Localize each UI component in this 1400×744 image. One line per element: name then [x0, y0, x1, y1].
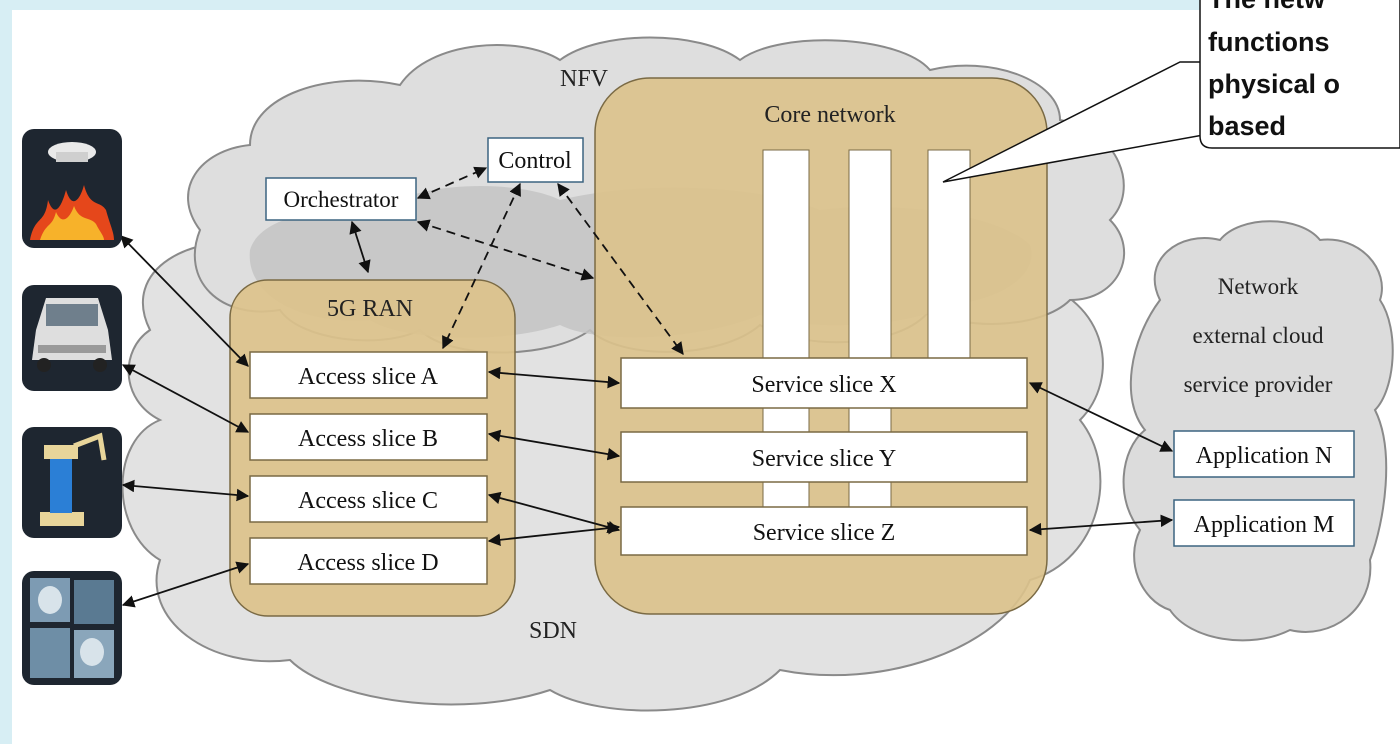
service-slice-y-label: Service slice Y — [752, 446, 896, 472]
access-slice-c-label: Access slice C — [298, 488, 438, 514]
core-network-label: Core network — [764, 102, 895, 128]
arrow-slice-a-to-x — [487, 366, 621, 389]
control-label: Control — [498, 148, 572, 174]
core-pillar-3 — [927, 149, 971, 361]
ran-label: 5G RAN — [327, 296, 413, 322]
car-icon[interactable] — [22, 285, 122, 391]
arrow-control-slice-a — [442, 182, 521, 350]
access-slice-c[interactable]: Access slice C — [249, 475, 488, 523]
arrow-slice-b-to-y — [487, 429, 621, 461]
callout-box — [1199, 0, 1400, 149]
service-slice-x-label: Service slice X — [751, 372, 896, 398]
arrow-car-to-slice-b — [121, 364, 250, 433]
external-cloud-line-1: Network — [1218, 274, 1299, 299]
solid-connectors — [120, 220, 1174, 608]
application-n-label: Application N — [1196, 443, 1333, 469]
service-slice-z-label: Service slice Z — [753, 520, 896, 546]
arrow-fire-to-slice-a — [120, 235, 249, 367]
access-slice-a[interactable]: Access slice A — [249, 351, 488, 399]
dashed-connectors — [416, 166, 684, 356]
arrow-z-to-app-m — [1028, 514, 1174, 536]
service-slice-y[interactable]: Service slice Y — [620, 431, 1028, 483]
control-box[interactable]: Control — [487, 137, 584, 183]
external-cloud-line-3: service provider — [1184, 372, 1333, 397]
xray-icon[interactable] — [22, 571, 122, 685]
application-m[interactable]: Application M — [1173, 499, 1355, 547]
application-m-label: Application M — [1194, 512, 1335, 538]
arrow-control-slice-x — [557, 182, 684, 356]
nfv-label: NFV — [560, 66, 609, 92]
arrow-xray-to-slice-d — [121, 561, 250, 608]
callout-line-1: The netw — [1208, 0, 1326, 14]
arrow-orchestrator-to-ran — [349, 220, 371, 274]
application-n[interactable]: Application N — [1173, 430, 1355, 478]
sdn-label: SDN — [529, 618, 577, 644]
external-cloud-line-2: external cloud — [1193, 323, 1324, 348]
orchestrator-label: Orchestrator — [284, 187, 399, 212]
fire-alarm-icon[interactable] — [22, 129, 122, 248]
arrow-slice-d-to-z — [487, 521, 621, 547]
robot-arm-icon[interactable] — [22, 427, 122, 538]
callout-line-3: physical o — [1208, 69, 1340, 99]
access-slice-d-label: Access slice D — [297, 550, 438, 576]
access-slice-b-label: Access slice B — [298, 426, 438, 452]
orchestrator-box[interactable]: Orchestrator — [265, 177, 417, 221]
service-slice-z[interactable]: Service slice Z — [620, 506, 1028, 556]
arrow-x-to-app-n — [1028, 382, 1174, 452]
callout-line-2: functions — [1208, 27, 1330, 57]
access-slice-d[interactable]: Access slice D — [249, 537, 488, 585]
service-slice-x[interactable]: Service slice X — [620, 357, 1028, 409]
access-slice-b[interactable]: Access slice B — [249, 413, 488, 461]
access-slice-a-label: Access slice A — [298, 364, 439, 390]
arrow-robot-to-slice-c — [121, 479, 250, 502]
callout-line-4: based — [1208, 111, 1286, 141]
